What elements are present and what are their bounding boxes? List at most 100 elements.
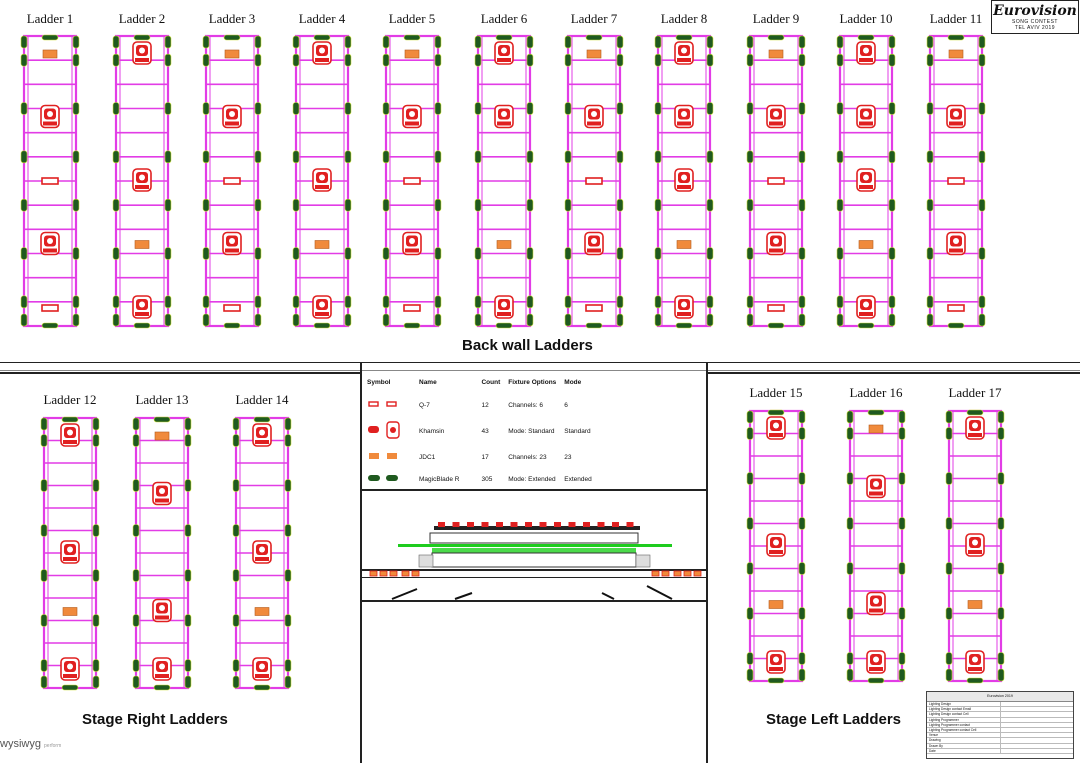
- khamsin-fixture: [222, 231, 242, 256]
- title-block-header: Eurovision 2019: [927, 692, 1073, 702]
- khamsin-fixture: [481, 522, 489, 527]
- magicblade-fixture: [888, 35, 896, 49]
- magicblade-fixture: [20, 313, 28, 327]
- legend-count: 17: [481, 453, 489, 461]
- magicblade-fixture: [978, 150, 986, 164]
- jdc1-fixture: [768, 49, 784, 59]
- magicblade-fixture: [184, 569, 192, 582]
- legend-name: JDC1: [419, 453, 436, 461]
- magicblade-fixture: [92, 524, 100, 537]
- magicblade-fixture: [184, 659, 192, 672]
- magicblade-fixture: [836, 35, 844, 49]
- q7-fixture: [41, 177, 59, 185]
- magicblade-fixture: [798, 102, 806, 115]
- magicblade-fixture: [746, 198, 754, 212]
- magicblade-fixture: [184, 524, 192, 537]
- magicblade-fixture: [292, 313, 300, 327]
- magicblade-fixture: [232, 417, 240, 431]
- magicblade-fixture: [654, 247, 662, 260]
- khamsin-fixture: [132, 168, 152, 192]
- magicblade-fixture: [746, 472, 754, 485]
- title-block-value: [1001, 728, 1074, 732]
- ladder-label: Ladder 13: [135, 392, 189, 407]
- divider-center-left: [360, 362, 362, 763]
- magicblade-fixture: [434, 295, 442, 309]
- magicblade-fixture: [474, 35, 482, 49]
- magicblade-fixture: [564, 150, 572, 164]
- khamsin-fixture: [612, 522, 619, 527]
- magicblade-fixture: [112, 313, 120, 327]
- magicblade-fixture: [72, 247, 80, 260]
- magicblade-fixture: [798, 247, 806, 260]
- title-block-row: Lighting Design contact Email: [927, 707, 1073, 713]
- khamsin-fixture: [312, 41, 332, 65]
- ladder-label: Ladder 11: [929, 11, 983, 26]
- ladder-label: Ladder 16: [849, 385, 903, 400]
- magicblade-fixture: [746, 562, 754, 575]
- khamsin-fixture: [674, 295, 694, 319]
- divider-panel-right-top: [708, 372, 1080, 374]
- magicblade-fixture: [888, 295, 896, 309]
- title-block-value: [1001, 702, 1074, 706]
- magicblade-fixture: [72, 35, 80, 49]
- magicblade-fixture: [292, 295, 300, 309]
- magicblade-fixture: [164, 102, 172, 115]
- khamsin-fixture: [452, 522, 460, 527]
- khamsin-fixture: [539, 522, 547, 527]
- magicblade-fixture: [978, 53, 986, 67]
- ladder-frame: [474, 34, 534, 329]
- divider-center-right: [706, 362, 708, 763]
- sightline-left: [391, 588, 418, 600]
- magicblade-fixture: [40, 614, 48, 627]
- magicblade-fixture: [798, 607, 806, 620]
- upper-truss: [434, 522, 640, 530]
- magicblade-fixture: [898, 652, 906, 665]
- khamsin-fixture: [402, 104, 422, 129]
- magicblade-fixture: [202, 295, 210, 309]
- legend-row: JDC1 17 Channels: 23 23: [363, 446, 596, 468]
- jdc1-fixture: [768, 600, 784, 609]
- magicblade-fixture: [997, 427, 1005, 440]
- magicblade-fixture: [132, 479, 140, 492]
- magicblade-fixture: [474, 102, 482, 115]
- ladder-frame: [132, 416, 192, 691]
- khamsin-fixture: [467, 522, 474, 527]
- magicblade-fixture: [184, 675, 192, 689]
- khamsin-fixture: [766, 416, 786, 440]
- ladder-frame: [746, 34, 806, 329]
- magicblade-fixture: [254, 295, 262, 309]
- title-block-field: Lighting Design contact Cell: [927, 712, 1001, 717]
- magicblade-fixture: [284, 524, 292, 537]
- legend-count: 43: [481, 427, 489, 435]
- magicblade-fixture: [966, 409, 984, 416]
- magicblade-fixture: [898, 427, 906, 440]
- magicblade-fixture: [344, 198, 352, 212]
- magicblade-fixture: [434, 35, 442, 49]
- stage-deck: [431, 552, 637, 568]
- legend-options: Mode: Extended: [508, 475, 556, 483]
- magicblade-fixture: [798, 427, 806, 440]
- magicblade-fixture: [344, 295, 352, 309]
- magicblade-fixture: [947, 34, 965, 41]
- title-block-row: Date: [927, 748, 1073, 754]
- magicblade-fixture: [292, 150, 300, 164]
- magicblade-fixture: [978, 35, 986, 49]
- magicblade-fixture: [164, 313, 172, 327]
- magicblade-fixture: [798, 295, 806, 309]
- jdc1-fixture: [948, 49, 964, 59]
- magicblade-fixture: [898, 472, 906, 485]
- ladder-label: Ladder 14: [235, 392, 289, 407]
- khamsin-fixture: [946, 231, 966, 256]
- magicblade-fixture: [292, 35, 300, 49]
- magicblade-fixture: [254, 150, 262, 164]
- magicblade-fixture: [132, 659, 140, 672]
- magicblade-fixture: [888, 102, 896, 115]
- magicblade-fixture: [945, 607, 953, 620]
- magicblade-fixture: [40, 479, 48, 492]
- section-title-stage-left: Stage Left Ladders: [766, 711, 902, 728]
- jdc1-fixture: [224, 49, 240, 59]
- magicblade-fixture: [92, 417, 100, 431]
- magicblade-fixture: [292, 247, 300, 260]
- magicblade-fixture: [846, 517, 854, 530]
